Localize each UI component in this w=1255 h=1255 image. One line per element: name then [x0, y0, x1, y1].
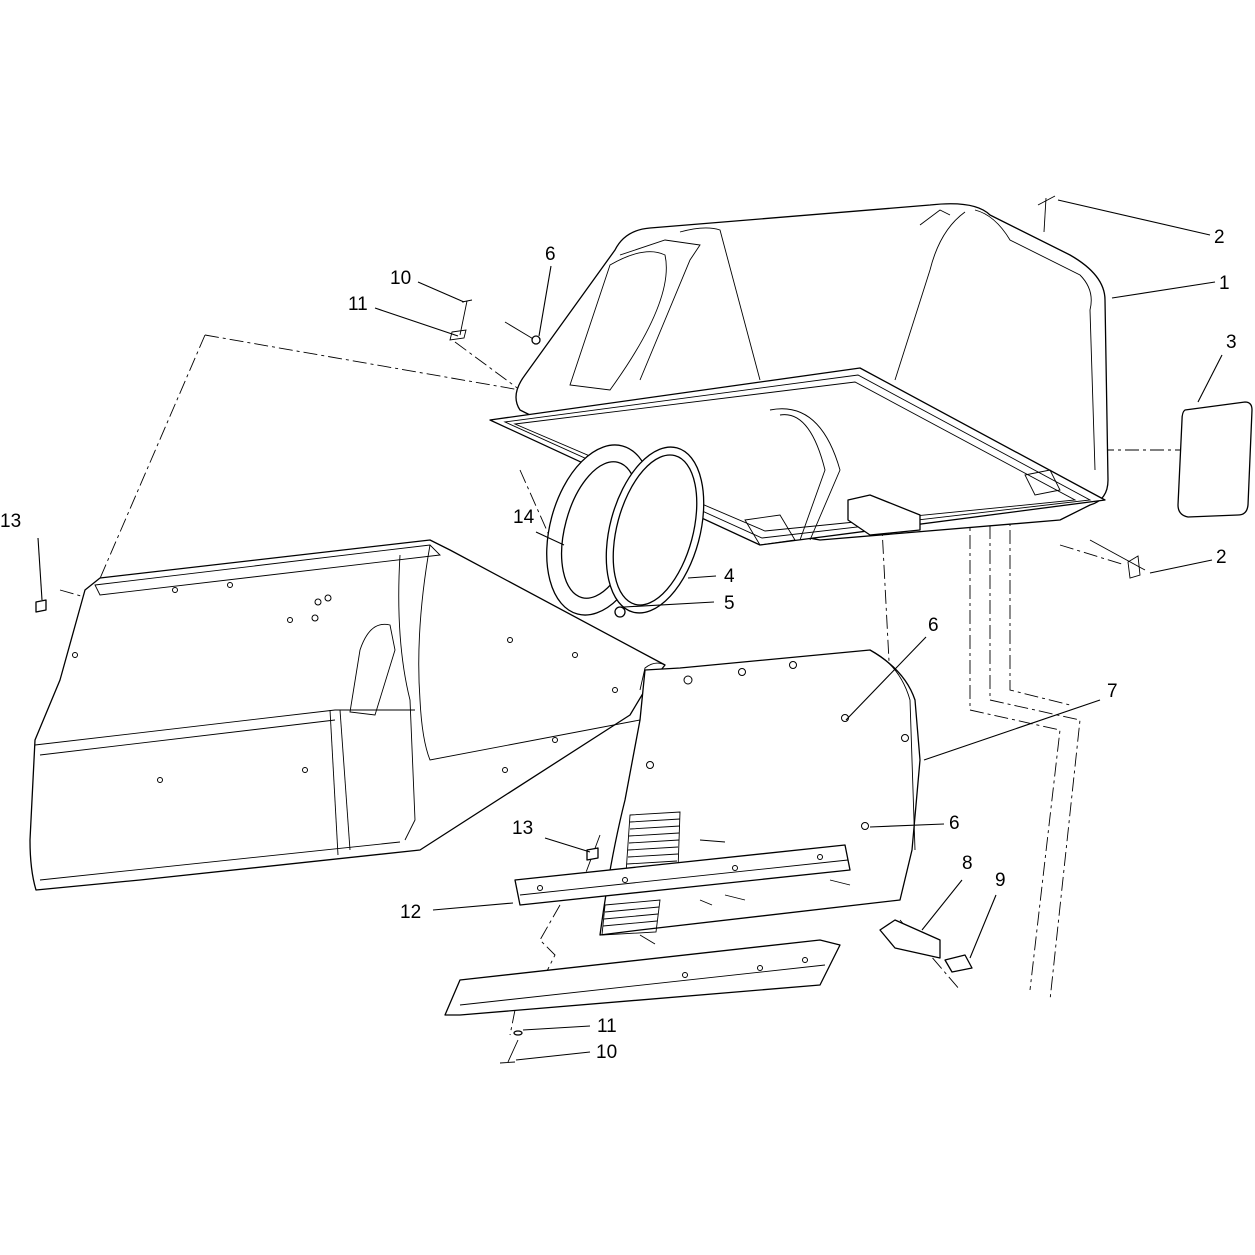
nut-13-center [586, 847, 599, 861]
nut-5 [614, 606, 626, 618]
callout-6-middle: 6 [928, 615, 939, 636]
leader-lines [37, 199, 1223, 1061]
bolt-10-bottom [499, 1039, 519, 1064]
callout-3: 3 [1226, 332, 1237, 353]
lower-channel [444, 939, 841, 1016]
callout-5: 5 [724, 593, 735, 614]
pin-upper [1037, 195, 1056, 233]
callout-2-upper: 2 [1214, 227, 1225, 248]
callout-10-lower: 10 [596, 1042, 617, 1063]
nut-13-left [35, 599, 47, 613]
callout-9: 9 [995, 870, 1006, 891]
callout-13-left: 13 [0, 511, 21, 532]
callout-2-lower: 2 [1216, 547, 1227, 568]
label-plate [1177, 401, 1253, 518]
callout-10-upper: 10 [390, 268, 411, 289]
callout-11-upper: 11 [348, 294, 368, 315]
plate-9 [944, 954, 973, 973]
callout-12: 12 [400, 902, 421, 923]
callout-4: 4 [724, 566, 735, 587]
callout-7: 7 [1107, 681, 1118, 702]
washer-11-bottom [513, 1030, 523, 1036]
bolt-6-top [504, 321, 541, 345]
panel-bolts [639, 839, 851, 945]
pin-lower [1089, 539, 1146, 579]
callout-11-lower: 11 [597, 1016, 617, 1037]
callout-14: 14 [513, 507, 535, 528]
bracket-12 [514, 844, 851, 906]
left-body-panel [29, 539, 666, 891]
callout-6-lower: 6 [949, 813, 960, 834]
clip-8 [879, 919, 941, 959]
gasket-ring-4 [605, 446, 705, 614]
callout-13-center: 13 [512, 818, 533, 839]
vent-grille-lower [601, 899, 661, 936]
callout-1: 1 [1219, 273, 1230, 294]
callout-labels: 2 1 3 2 10 11 6 14 4 5 6 7 6 8 9 13 13 1… [0, 227, 1237, 1063]
callout-8: 8 [962, 853, 973, 874]
callout-6-upper: 6 [545, 244, 556, 265]
